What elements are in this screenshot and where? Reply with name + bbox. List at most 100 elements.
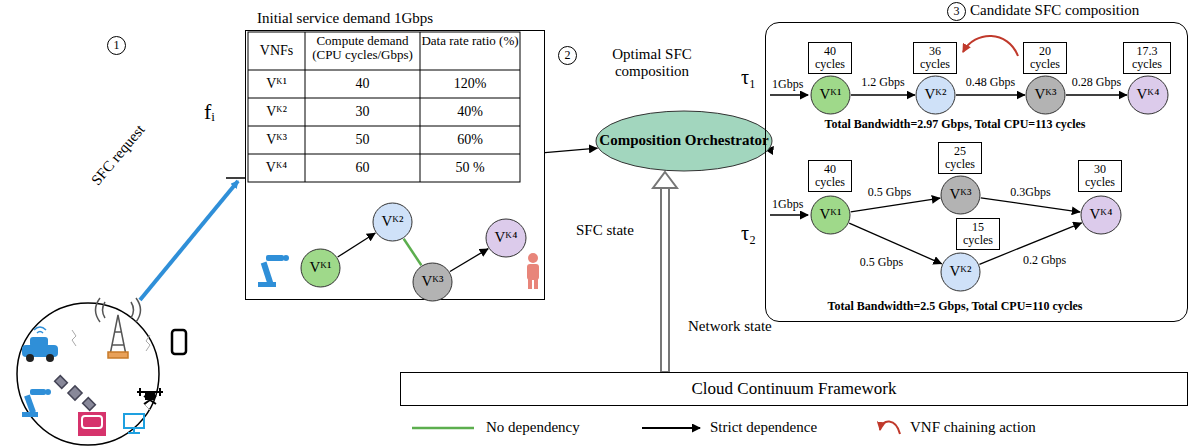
ellipse-shape (301, 249, 340, 287)
legend-sample (880, 421, 900, 434)
text-box: 40 cycles (808, 160, 852, 192)
node-text-wrap: Vᴷ² (915, 75, 956, 115)
ellipse-shape (373, 203, 412, 241)
node-text: 36 cycles (917, 45, 953, 70)
table-cell: 50 % (420, 160, 520, 175)
text-box: 20 cycles (1023, 42, 1067, 74)
node-text-wrap: 36 cycles (914, 43, 956, 73)
dependency-arrow (851, 94, 915, 95)
connector (450, 249, 488, 272)
table-cell: Data rate ratio (%) (420, 34, 520, 48)
node-text-wrap: Vᴷ⁴ (1080, 195, 1122, 235)
node-text: Vᴷ² (381, 214, 403, 230)
phone-icon (172, 330, 186, 354)
node-text: 17.3 cycles (1127, 45, 1167, 70)
connector (956, 95, 1025, 96)
table-cell: 40% (420, 104, 520, 119)
node-text: Vᴷ¹ (309, 260, 331, 276)
text-label: Optimal SFC composition (582, 46, 722, 79)
node-ellipse: Vᴷ¹ (810, 75, 851, 115)
node-text-wrap: Vᴷ¹ (810, 195, 851, 235)
node-text: Vᴷ³ (949, 187, 971, 203)
connector (851, 95, 915, 96)
table-cell: 30 (305, 104, 420, 119)
connector (981, 198, 1080, 212)
hollow-shaft-fill (662, 186, 668, 371)
text-label: 1Gbps (772, 198, 803, 211)
node-text: Vᴷ⁴ (495, 230, 518, 246)
connector (1066, 95, 1127, 96)
text-label: 1Gbps (772, 78, 803, 91)
node-ellipse: Vᴷ² (372, 202, 413, 242)
car-icon (22, 327, 58, 362)
ellipse-shape (1026, 76, 1065, 114)
node-text-wrap: Cloud Continuum Framework (401, 373, 1187, 405)
legend-sample (412, 427, 474, 430)
panel-heading: Initial service demand 1Gbps (245, 8, 545, 28)
robot-arm-icon (258, 255, 289, 287)
node-text: Vᴷ³ (421, 274, 443, 290)
node-text-wrap: Vᴷ³ (412, 262, 453, 302)
text-box: 25 cycles (938, 142, 982, 174)
text-box: 17.3 cycles (1123, 42, 1171, 74)
connector (404, 239, 422, 265)
node-text-wrap: 40 cycles (809, 43, 851, 73)
ellipse-shape (1128, 76, 1168, 114)
table-cell: 40 (305, 76, 420, 91)
node-text: Composition Orchestrator (599, 133, 768, 149)
ellipse-shape (596, 111, 772, 171)
text-box: 40 cycles (808, 42, 852, 74)
dependency-arrow (545, 148, 597, 152)
dependency-arrow (1066, 94, 1127, 95)
callout-number: 1 (107, 36, 126, 55)
monitor-icon (124, 414, 144, 433)
text-box: 36 cycles (913, 42, 957, 74)
node-ellipse: Vᴷ¹ (300, 248, 341, 288)
edge-label: 0.48 Gbps (965, 75, 1016, 89)
connector (851, 198, 941, 212)
text-label: τ₂ (741, 222, 756, 244)
chaining-action-arrow (963, 36, 1018, 56)
dependency-arrow (338, 233, 376, 257)
node-text-wrap: Composition Orchestrator (595, 110, 773, 172)
table-cell: Vᴷ² (248, 104, 305, 119)
text-label: Total Bandwidth=2.5 Gbps, Total CPU=110 … (775, 300, 1135, 313)
table-cell: Vᴷ¹ (248, 76, 305, 91)
signal-mark (72, 330, 150, 410)
text-label: fᵢ (204, 100, 215, 124)
node-text-wrap: Vᴷ¹ (300, 248, 341, 288)
node-text: 30 cycles (1082, 163, 1118, 188)
text-label: SFC request (88, 121, 148, 188)
node-ellipse: Vᴷ³ (940, 175, 981, 215)
input-arrow (770, 94, 808, 95)
node-text-wrap: 30 cycles (1079, 161, 1121, 191)
no-dependency-line (404, 239, 422, 265)
hollow-arrowhead (653, 172, 677, 188)
node-text-wrap: Vᴷ² (372, 202, 413, 242)
node-ellipse: Vᴷ³ (412, 262, 453, 302)
ellipse-shape (941, 253, 980, 291)
connector (545, 148, 597, 152)
node-ellipse: Vᴷ⁴ (1080, 195, 1122, 235)
node-ellipse: Vᴷ² (940, 252, 981, 292)
table-cell: Vᴷ⁴ (248, 160, 305, 175)
request-bracket (226, 177, 245, 179)
text-box: 30 cycles (1078, 160, 1122, 192)
ellipse-shape (486, 219, 526, 257)
table-cell: 120% (420, 76, 520, 91)
callout-number: 2 (558, 46, 577, 65)
ellipse-shape (916, 76, 955, 114)
ellipse-shape (1081, 196, 1121, 234)
node-text-wrap: Vᴷ³ (940, 175, 981, 215)
request-arrow (140, 181, 238, 300)
demand-table (248, 32, 520, 182)
table-cell: 60 (305, 160, 420, 175)
robot-arm-icon (22, 389, 51, 417)
node-text: Vᴷ² (949, 264, 971, 280)
person-icon (527, 253, 539, 289)
tower-icon (96, 298, 141, 358)
node-text: 40 cycles (812, 163, 848, 188)
node-ellipse: Composition Orchestrator (595, 110, 773, 172)
vr-headset-icon (78, 412, 106, 436)
table-cell: Vᴷ³ (248, 132, 305, 147)
